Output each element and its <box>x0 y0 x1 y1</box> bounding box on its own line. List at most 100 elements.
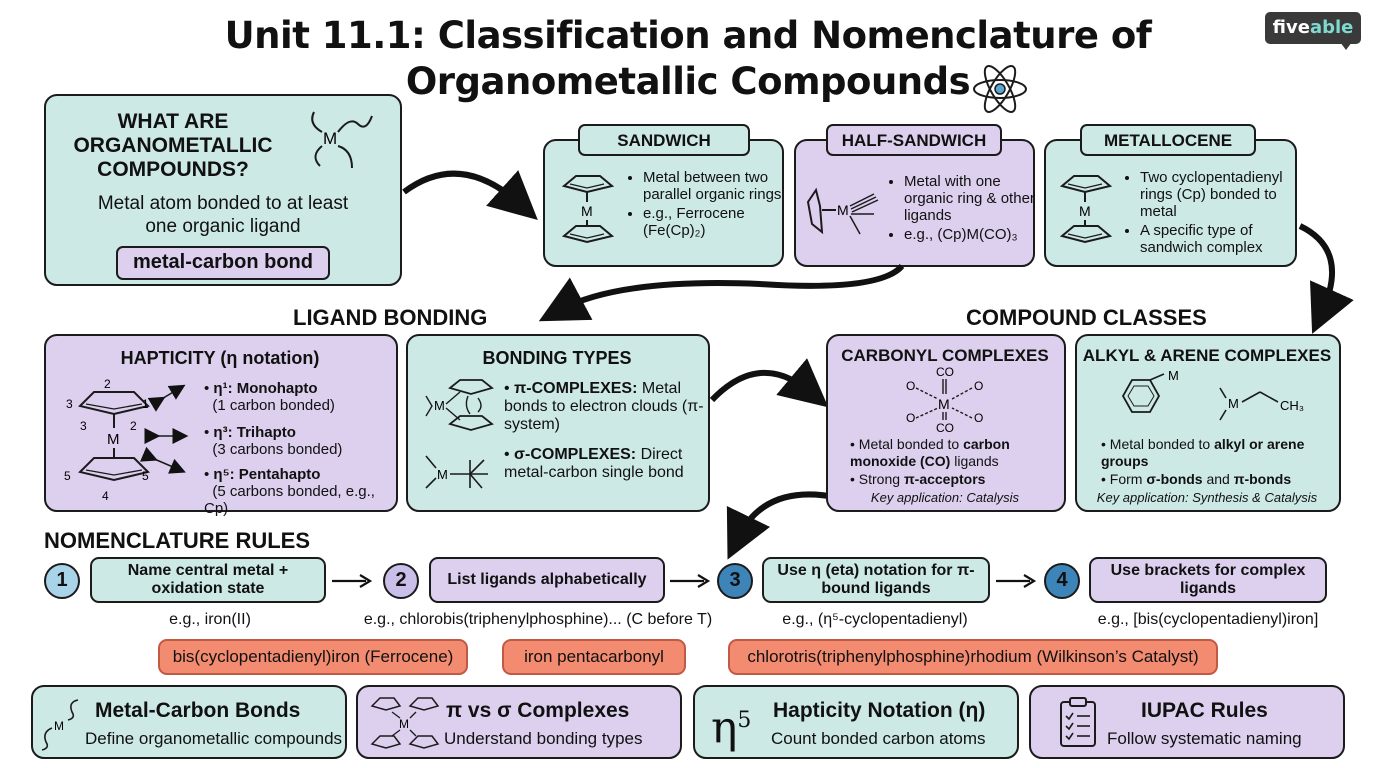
sandwich-box: Metal between two parallel organic rings… <box>543 139 784 267</box>
carbonyl-structure: CO O O O O M CO <box>906 365 983 435</box>
summary-card-metal-carbon[interactable]: Metal-Carbon Bonds Define organometallic… <box>31 685 347 759</box>
co-right-bottom-label: O <box>974 411 983 425</box>
summary-card-hapticity[interactable]: η5 Hapticity Notation (η) Count bonded c… <box>693 685 1019 759</box>
alkyl-arene-box: ALKYL & ARENE COMPLEXES • Metal bonded t… <box>1075 334 1341 512</box>
carbonyl-bullet-1: • Metal bonded to carbon monoxide (CO) l… <box>850 436 1010 469</box>
sandwich-icon: M <box>561 175 615 244</box>
atom-icon <box>973 65 1027 113</box>
sandwich-bullet-2: e.g., Ferrocene (Fe(Cp)₂) <box>643 205 795 239</box>
card-1-subtitle: Define organometallic compounds <box>85 729 343 748</box>
alkyl-metal-label: M <box>1228 396 1239 411</box>
ring-num-bottom-4: 4 <box>102 489 109 503</box>
hapticity-heading: HAPTICITY (η notation) <box>120 348 320 368</box>
ring-num-bottom-5a: 5 <box>64 469 71 483</box>
eta-icon: η5 <box>711 702 752 754</box>
half-sandwich-metal-label: M <box>837 202 849 218</box>
card-2-glyph: M <box>399 717 409 731</box>
summary-card-pi-sigma[interactable]: π vs σ Complexes Understand bonding type… <box>356 685 682 759</box>
step-1-box: Name central metal + oxidation state <box>90 557 326 603</box>
intro-description: Metal atom bonded to at least one organi… <box>97 193 349 237</box>
step-3-box: Use η (eta) notation for π-bound ligands <box>762 557 990 603</box>
carbonyl-application: Key application: Catalysis <box>870 490 1020 505</box>
co-right-top-label: O <box>974 379 983 393</box>
sigma-metal-label: M <box>437 467 448 482</box>
alkyl-arene-heading: ALKYL & ARENE COMPLEXES <box>1082 346 1332 365</box>
co-left-bottom-label: O <box>906 411 915 425</box>
step-2-box: List ligands alphabetically <box>429 557 665 603</box>
hapticity-diagram: 2 3 1 3 2 M 5 5 4 <box>64 377 189 503</box>
metal-ligand-icon: M <box>311 111 373 169</box>
metallocene-icon: M <box>1059 175 1113 244</box>
metallocene-tag: METALLOCENE <box>1080 124 1256 156</box>
pi-metal-label: M <box>434 398 445 413</box>
eta1-item: • η¹: Monohapto (1 carbon bonded) <box>204 380 335 414</box>
half-sandwich-icon: M <box>806 187 879 235</box>
fiveable-logo[interactable]: fiveable <box>1265 12 1361 44</box>
intro-heading: WHAT ARE ORGANOMETALLIC COMPOUNDS? <box>73 110 273 181</box>
step-1-example: e.g., iron(II) <box>169 611 251 628</box>
eta5-item: • η⁵: Pentahapto (5 carbons bonded, e.g.… <box>204 466 375 517</box>
logo-tail <box>1340 42 1352 50</box>
arene-structure: M <box>1121 368 1179 413</box>
pi-complexes-item: • π-COMPLEXES: Metal bonds to electron c… <box>504 380 704 433</box>
alkyl-bullet-2: • Form σ-bonds and π-bonds <box>1101 471 1292 487</box>
carbonyl-complexes-box: CARBONYL COMPLEXES • Metal bonded to car… <box>826 334 1066 512</box>
intro-metal-label: M <box>323 129 337 148</box>
page-title-line-2: Organometallic Compounds <box>0 58 1376 106</box>
arene-metal-label: M <box>1168 368 1179 383</box>
card-4-subtitle: Follow systematic naming <box>1107 729 1302 748</box>
alkyl-application: Key application: Synthesis & Catalysis <box>1096 490 1318 505</box>
bonding-types-box: BONDING TYPES • π-COMPLEXES: Metal bonds… <box>406 334 710 512</box>
carbonyl-metal-label: M <box>938 396 950 412</box>
page-title-text: Organometallic Compounds <box>405 60 971 103</box>
ch3-label: CH₃ <box>1280 398 1304 413</box>
step-2-number: 2 <box>383 563 419 599</box>
carbonyl-bullet-2: • Strong π-acceptors <box>850 471 986 487</box>
half-sandwich-bullet-1: Metal with one organic ring & other liga… <box>904 173 1050 224</box>
page-title-line-1: Unit 11.1: Classification and Nomenclatu… <box>224 14 1152 57</box>
card-3-subtitle: Count bonded carbon atoms <box>771 729 986 748</box>
half-sandwich-tag: HALF-SANDWICH <box>826 124 1002 156</box>
half-sandwich-bullet-2: e.g., (Cp)M(CO)₃ <box>904 226 1050 243</box>
step-1-number: 1 <box>44 563 80 599</box>
card-4-title: IUPAC Rules <box>1141 699 1268 722</box>
step-3-example: e.g., (η⁵-cyclopentadienyl) <box>782 611 968 628</box>
metallocene-bullet-1: Two cyclopentadienyl rings (Cp) bonded t… <box>1140 169 1312 220</box>
step-3-number: 3 <box>717 563 753 599</box>
step-4-number: 4 <box>1044 563 1080 599</box>
ring-num-mid-3: 3 <box>80 419 87 433</box>
bonding-types-heading: BONDING TYPES <box>482 348 632 368</box>
card-2-title: π vs σ Complexes <box>446 699 630 722</box>
ligand-bonding-header: LIGAND BONDING <box>293 305 488 330</box>
alkyl-structure: M CH₃ <box>1219 387 1304 421</box>
metal-carbon-bond-tag: metal-carbon bond <box>116 246 330 280</box>
ring-num-top-2: 2 <box>104 377 111 391</box>
step-4-example: e.g., [bis(cyclopentadienyl)iron] <box>1097 611 1319 628</box>
clipboard-checklist-icon <box>1060 697 1096 747</box>
alkyl-bullet-1: • Metal bonded to alkyl or arene groups <box>1101 436 1305 469</box>
example-ferrocene: bis(cyclopentadienyl)iron (Ferrocene) <box>158 639 468 675</box>
step-2-example: e.g., chlorobis(triphenylphosphine)... (… <box>363 611 713 628</box>
arrow-to-ligand-bonding <box>538 263 905 322</box>
metallocene-metal-label: M <box>1079 203 1091 219</box>
card-3-title: Hapticity Notation (η) <box>773 699 986 722</box>
ring-num-bottom-5b: 5 <box>142 469 149 483</box>
example-wilkinson: chlorotris(triphenylphosphine)rhodium (W… <box>728 639 1218 675</box>
arrow-bonding-to-carbonyl <box>709 358 829 408</box>
co-top-label: CO <box>936 365 954 379</box>
compound-classes-header: COMPOUND CLASSES <box>966 305 1207 330</box>
pi-complex-icon: M <box>425 379 494 431</box>
step-4-box: Use brackets for complex ligands <box>1089 557 1327 603</box>
step-arrow-2-3 <box>670 574 711 588</box>
sandwich-metal-label: M <box>581 203 593 219</box>
sandwich-bullet-1: Metal between two parallel organic rings <box>643 169 795 203</box>
card-1-title: Metal-Carbon Bonds <box>95 699 301 722</box>
sigma-complex-icon: M <box>425 455 488 489</box>
ring-num-left-3: 3 <box>66 397 73 411</box>
sigma-complexes-item: • σ-COMPLEXES: Direct metal-carbon singl… <box>504 446 684 481</box>
metallocene-bullet-2: A specific type of sandwich complex <box>1140 222 1312 256</box>
half-sandwich-box: Metal with one organic ring & other liga… <box>794 139 1035 267</box>
arrow-to-compound-classes <box>1298 223 1354 334</box>
